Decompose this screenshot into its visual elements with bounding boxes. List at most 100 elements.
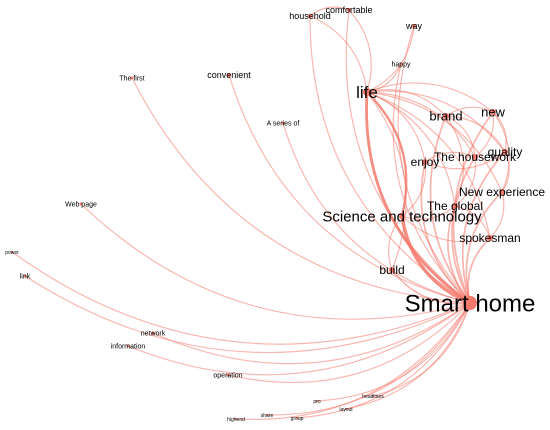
node-label-new-experience: New experience: [459, 185, 545, 199]
edge-smart-home-the-global: [447, 205, 471, 304]
node-dot-highend: [235, 418, 237, 420]
node-label-life: life: [356, 83, 378, 102]
node-dot-power: [11, 251, 13, 253]
node-web-page: Web page: [65, 201, 97, 208]
node-dot-the-global: [452, 203, 458, 209]
edge-brand-quality: [445, 115, 506, 153]
edge-spokesman-science-and-technology: [401, 215, 491, 243]
edge-brand-the-housework: [445, 115, 476, 158]
node-new-experience: New experience: [459, 185, 545, 199]
node-household: household: [289, 11, 331, 21]
edge-smart-home-information: [127, 302, 471, 376]
edge-quality-enjoy: [424, 151, 506, 170]
node-dot-new: [490, 109, 496, 115]
edge-smart-home-household: [309, 15, 471, 304]
node-dot-way: [412, 24, 416, 28]
node-headlines: headlines: [362, 394, 384, 400]
edge-smart-home-comfortable: [345, 9, 471, 304]
edge-smart-home-power: [11, 251, 471, 345]
edge-enjoy-science-and-technology: [401, 161, 427, 217]
node-label-the-global: The global: [427, 199, 483, 213]
node-label-share: share: [261, 413, 274, 419]
edge-life-science-and-technology: [366, 91, 408, 217]
node-label-build: build: [379, 263, 404, 277]
node-dot-pro: [316, 400, 318, 402]
node-dot-spokesman: [487, 235, 493, 241]
node-dot-comfortable: [347, 8, 351, 12]
edge-smart-home-network: [152, 302, 471, 365]
edge-smart-home-quality: [461, 151, 506, 304]
node-dot-headlines: [372, 395, 374, 397]
edge-smart-home-highend: [235, 302, 471, 421]
node-label-the-first: The first: [119, 75, 144, 82]
node-label-group: group: [291, 416, 304, 422]
node-information: information: [111, 343, 146, 350]
node-label-happy: happy: [391, 61, 411, 68]
edge-smart-home-happy: [392, 63, 471, 304]
edge-smart-home-spokesman: [467, 237, 491, 304]
node-dot-layout: [345, 408, 347, 410]
node-network: network: [141, 330, 166, 337]
node-group: group: [291, 416, 304, 422]
node-the-first: The first: [119, 75, 144, 82]
node-life: life: [356, 83, 378, 102]
node-label-way: way: [405, 21, 423, 31]
node-dot-group: [296, 417, 298, 419]
node-dot-brand: [443, 113, 449, 119]
edge-new-new-experience: [492, 111, 510, 193]
node-label-comfortable: comfortable: [325, 5, 372, 15]
node-dot-happy: [399, 62, 403, 66]
edge-life-spokesman: [366, 91, 491, 239]
edge-smart-home-web-page: [80, 203, 471, 320]
node-label-layout: layout: [339, 407, 353, 413]
edge-comfortable-life: [348, 9, 372, 93]
node-new: new: [481, 105, 505, 120]
node-label-web-page: Web page: [65, 201, 97, 208]
node-brand: brand: [429, 109, 462, 124]
node-label-headlines: headlines: [362, 394, 384, 400]
edge-smart-home-layout: [345, 302, 471, 410]
edge-life-build: [366, 91, 407, 271]
edge-life-new-experience: [366, 91, 503, 193]
edge-happy-life: [366, 63, 402, 93]
edge-smart-home-the-first: [131, 77, 471, 304]
node-dot-operation: [226, 373, 230, 377]
edge-smart-home-a-series-of: [282, 122, 471, 304]
edge-brand-new: [445, 106, 494, 117]
node-dot-science-and-technology: [399, 213, 405, 219]
node-label-spokesman: spokesman: [459, 231, 520, 245]
edge-smart-home-share: [266, 302, 471, 416]
node-a-series-of: A series of: [267, 120, 300, 127]
node-the-global: The global: [427, 199, 483, 213]
edge-brand-the-global: [445, 115, 465, 207]
edge-build-science-and-technology: [388, 215, 403, 271]
node-way: way: [405, 21, 423, 31]
node-share: share: [261, 413, 274, 419]
edge-quality-new-experience: [501, 151, 510, 193]
node-label-operation: operation: [213, 372, 242, 379]
node-label-quality: quality: [488, 145, 523, 159]
node-label-science-and-technology: Science and technology: [322, 208, 482, 225]
node-label-information: information: [111, 343, 146, 350]
node-dot-smart-home: [463, 296, 477, 310]
node-label-the-housework: The housework: [434, 150, 517, 164]
node-label-network: network: [141, 330, 166, 337]
node-enjoy: enjoy: [411, 155, 440, 169]
edge-life-the-housework: [366, 91, 476, 158]
node-comfortable: comfortable: [325, 5, 372, 15]
node-dot-household: [308, 14, 312, 18]
node-science-and-technology: Science and technology: [322, 208, 482, 225]
edge-smart-home-convenient: [228, 74, 471, 304]
node-layout: layout: [339, 407, 353, 413]
node-dot-build: [389, 267, 395, 273]
edge-household-life: [309, 15, 368, 93]
edge-smart-home-link: [24, 275, 471, 354]
edge-smart-home-group: [296, 302, 471, 419]
node-power: power: [5, 250, 19, 256]
node-pro: pro: [313, 399, 320, 405]
node-dot-life: [363, 88, 371, 96]
node-label-new: new: [481, 105, 505, 120]
edge-new-experience-spokesman: [489, 191, 505, 239]
